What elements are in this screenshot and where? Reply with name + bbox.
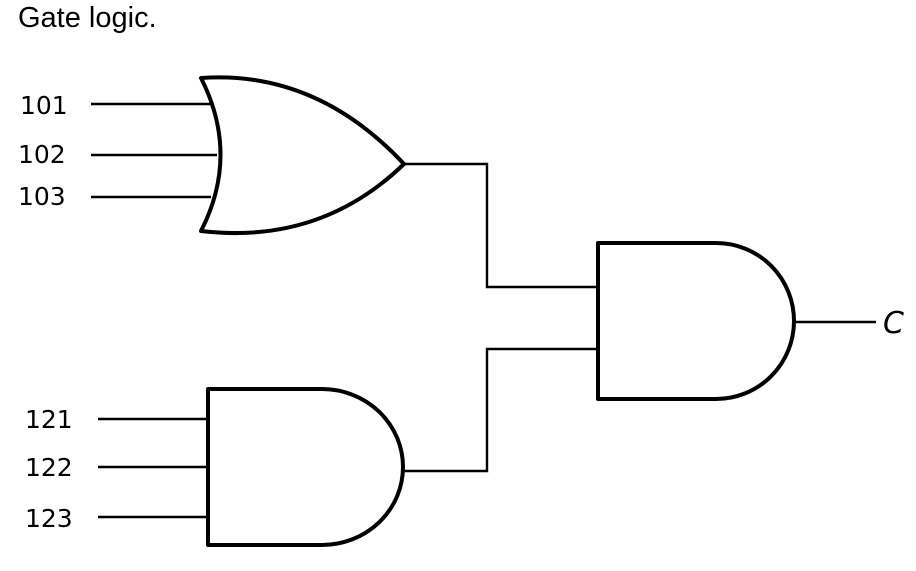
and-gate-lower [206,387,405,547]
input-label-123: 123 [25,504,73,533]
input-label-103: 103 [18,182,66,211]
and-gate-output [596,241,796,401]
wire-and-to-and [403,347,598,473]
diagram-caption: Gate logic. [18,2,157,34]
output-label-c: C [883,306,904,341]
or-gate [199,75,406,236]
input-label-121: 121 [25,405,73,434]
wire-or-to-and [404,162,598,289]
input-label-102: 102 [18,140,66,169]
input-label-101: 101 [20,91,68,120]
input-label-122: 122 [25,453,73,482]
